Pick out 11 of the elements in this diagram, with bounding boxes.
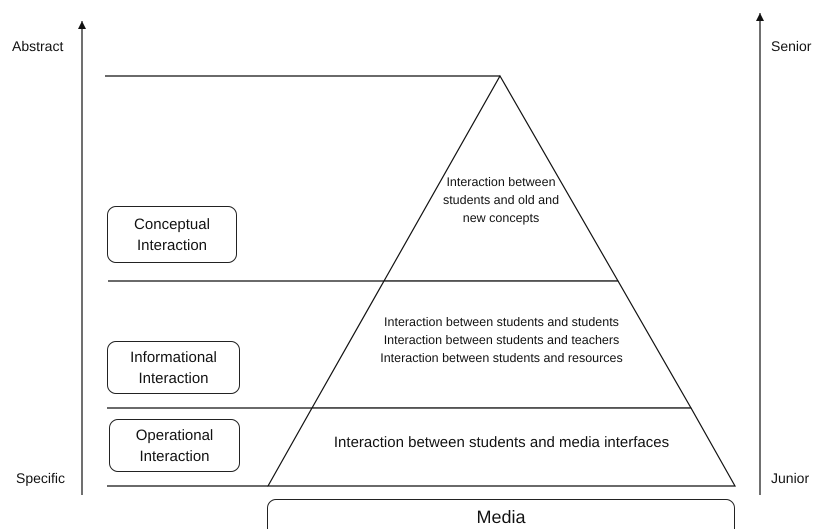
- axis-label: Senior: [771, 38, 812, 54]
- axis-label: Specific: [16, 470, 66, 486]
- base-box: Media: [267, 499, 735, 529]
- level-box: Informational Interaction: [107, 341, 240, 394]
- level-box: Operational Interaction: [109, 419, 240, 472]
- axis-label: Abstract: [12, 38, 64, 54]
- layer-text: Interaction between students and students Interaction between students and teachers Interaction between students and resources: [379, 314, 624, 367]
- layer-text: Interaction between students and media interfaces: [332, 433, 670, 453]
- axis-label: Junior: [771, 470, 810, 486]
- layer-text: Interaction between students and old and new concepts: [442, 174, 560, 227]
- level-box: Conceptual Interaction: [107, 206, 237, 263]
